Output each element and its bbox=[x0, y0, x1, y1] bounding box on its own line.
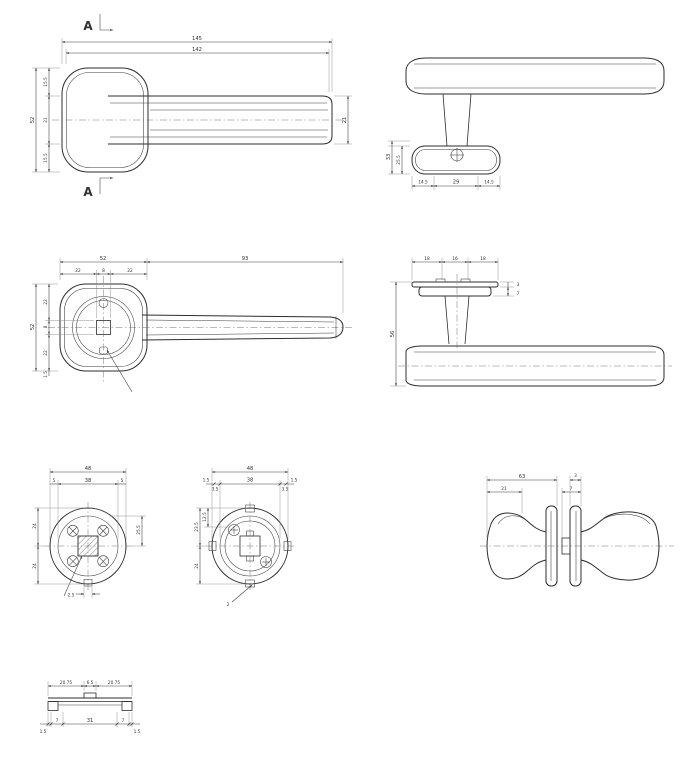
screw-icons bbox=[228, 524, 272, 568]
dim-label: 22 bbox=[127, 268, 133, 274]
dim-label: 24 bbox=[32, 523, 38, 529]
dimensions-rose-front: 52 22 8 22 93 52 22 8 22 1.5 bbox=[30, 256, 344, 378]
dim-label: 23.5 bbox=[194, 522, 200, 532]
dim-label: 12.5 bbox=[202, 512, 208, 522]
dim-label: 15.5 bbox=[43, 153, 49, 163]
dim-label: 52 bbox=[100, 256, 107, 262]
dim-label: 20.75 bbox=[108, 680, 121, 686]
dimensions-plan: 145 142 52 15.5 21 15.5 21 bbox=[30, 36, 352, 173]
dim-label: 24 bbox=[194, 563, 200, 569]
dim-label: 25.5 bbox=[136, 525, 142, 535]
view-lever-front: 14.5 29 14.5 25.5 33 bbox=[386, 57, 665, 190]
dim-label: 38 bbox=[85, 478, 92, 484]
dim-label: 3 bbox=[517, 282, 520, 288]
leader-line bbox=[106, 349, 133, 393]
dim-label: 24 bbox=[32, 563, 38, 569]
section-label-bottom: A bbox=[83, 185, 93, 199]
dim-label: 7 bbox=[517, 291, 520, 297]
dim-label: 2 bbox=[227, 602, 230, 608]
leader-line bbox=[231, 584, 253, 603]
dim-label: 3 bbox=[574, 473, 577, 479]
dim-label: 48 bbox=[85, 466, 92, 472]
dim-label: 20.75 bbox=[60, 680, 73, 686]
dim-label: 8 bbox=[102, 268, 105, 274]
dim-label: 145 bbox=[192, 36, 202, 42]
view-lever-side: 18 16 18 3 7 56 bbox=[390, 256, 672, 387]
dim-label: 1.5 bbox=[40, 729, 47, 735]
dim-label: 48 bbox=[247, 466, 254, 472]
dim-label: 25.5 bbox=[396, 155, 402, 165]
dim-label: 21 bbox=[43, 117, 49, 123]
dim-label: 142 bbox=[192, 47, 202, 53]
dim-label: 21 bbox=[501, 486, 507, 492]
dim-label: 16 bbox=[452, 256, 458, 262]
dim-label: 5 bbox=[53, 478, 56, 484]
view-rose-front: 52 22 8 22 93 52 22 8 22 1.5 bbox=[30, 256, 352, 393]
dim-label: 21 bbox=[342, 117, 348, 124]
knob-right-outline bbox=[561, 505, 660, 587]
plate-profile bbox=[47, 692, 133, 711]
dimensions-rose-a: 48 5 38 5 24 24 25.5 2.5 bbox=[32, 466, 146, 599]
dim-label: 33 bbox=[386, 154, 392, 161]
view-rose-face-b: 48 1.5 3.5 38 3.5 1.5 12.5 23.5 24 2 bbox=[194, 466, 298, 608]
lever-outline bbox=[141, 314, 344, 341]
dim-label: 15.5 bbox=[43, 77, 49, 87]
section-label-top: A bbox=[83, 19, 93, 33]
spindle-tab bbox=[561, 537, 571, 555]
dim-label: 6.5 bbox=[87, 680, 94, 686]
view-knobs: 63 3 21 7 bbox=[480, 473, 674, 587]
dim-label: 8 bbox=[43, 325, 49, 328]
dim-label: 1.5 bbox=[134, 729, 141, 735]
dim-label: 1.5 bbox=[43, 371, 49, 378]
dim-label: 3.5 bbox=[212, 487, 219, 493]
dim-label: 7 bbox=[570, 486, 573, 492]
neck-outline bbox=[444, 295, 470, 345]
neck-outline bbox=[442, 93, 472, 147]
dim-label: 14.5 bbox=[484, 180, 494, 186]
dim-label: 52 bbox=[30, 324, 36, 331]
dim-label: 22 bbox=[43, 350, 49, 356]
dim-label: 14.5 bbox=[418, 180, 428, 186]
view-lever-plan: A A 145 142 52 15.5 21 15.5 bbox=[30, 14, 352, 199]
dim-label: 3.5 bbox=[282, 487, 289, 493]
dim-label: 22 bbox=[43, 299, 49, 305]
dim-label: 38 bbox=[247, 478, 254, 484]
dim-label: 7 bbox=[122, 718, 125, 724]
dimensions-rose-b: 48 1.5 3.5 38 3.5 1.5 12.5 23.5 24 2 bbox=[194, 466, 298, 608]
dim-label: 7 bbox=[56, 718, 59, 724]
section-marks: A A bbox=[83, 14, 113, 199]
screw-icon bbox=[450, 148, 464, 162]
view-plate-section: 20.75 6.5 20.75 1.5 7 31 7 1.5 bbox=[40, 680, 141, 735]
dim-label: 56 bbox=[390, 331, 396, 338]
dimensions-side: 18 16 18 3 7 56 bbox=[390, 256, 520, 387]
view-rose-face-a: 48 5 38 5 24 24 25.5 2.5 bbox=[32, 466, 146, 599]
dimensions-knobs: 63 3 21 7 bbox=[486, 473, 582, 538]
dim-label: 63 bbox=[519, 474, 526, 480]
dim-label: 52 bbox=[30, 117, 36, 124]
dim-label: 31 bbox=[87, 718, 94, 724]
dim-label: 29 bbox=[453, 180, 460, 186]
center-boss bbox=[83, 692, 97, 699]
dimensions-front: 14.5 29 14.5 25.5 33 bbox=[386, 140, 501, 190]
dim-label: 18 bbox=[424, 256, 430, 262]
grip-outline bbox=[405, 345, 665, 387]
dim-label: 18 bbox=[480, 256, 486, 262]
rose-outline bbox=[411, 145, 501, 175]
dim-label: 22 bbox=[75, 268, 81, 274]
leader-line bbox=[63, 555, 83, 597]
dim-label: 1.5 bbox=[291, 478, 298, 484]
grip-outline bbox=[405, 57, 665, 95]
dim-label: 5 bbox=[121, 478, 124, 484]
dim-label: 2.5 bbox=[68, 593, 75, 599]
dim-label: 1.5 bbox=[203, 478, 210, 484]
dim-label: 93 bbox=[242, 256, 249, 262]
dimensions-plate: 20.75 6.5 20.75 1.5 7 31 7 1.5 bbox=[40, 680, 141, 735]
screw-icons bbox=[67, 525, 109, 567]
knob-left-outline bbox=[486, 505, 558, 587]
rose-plate-outline bbox=[411, 278, 499, 297]
